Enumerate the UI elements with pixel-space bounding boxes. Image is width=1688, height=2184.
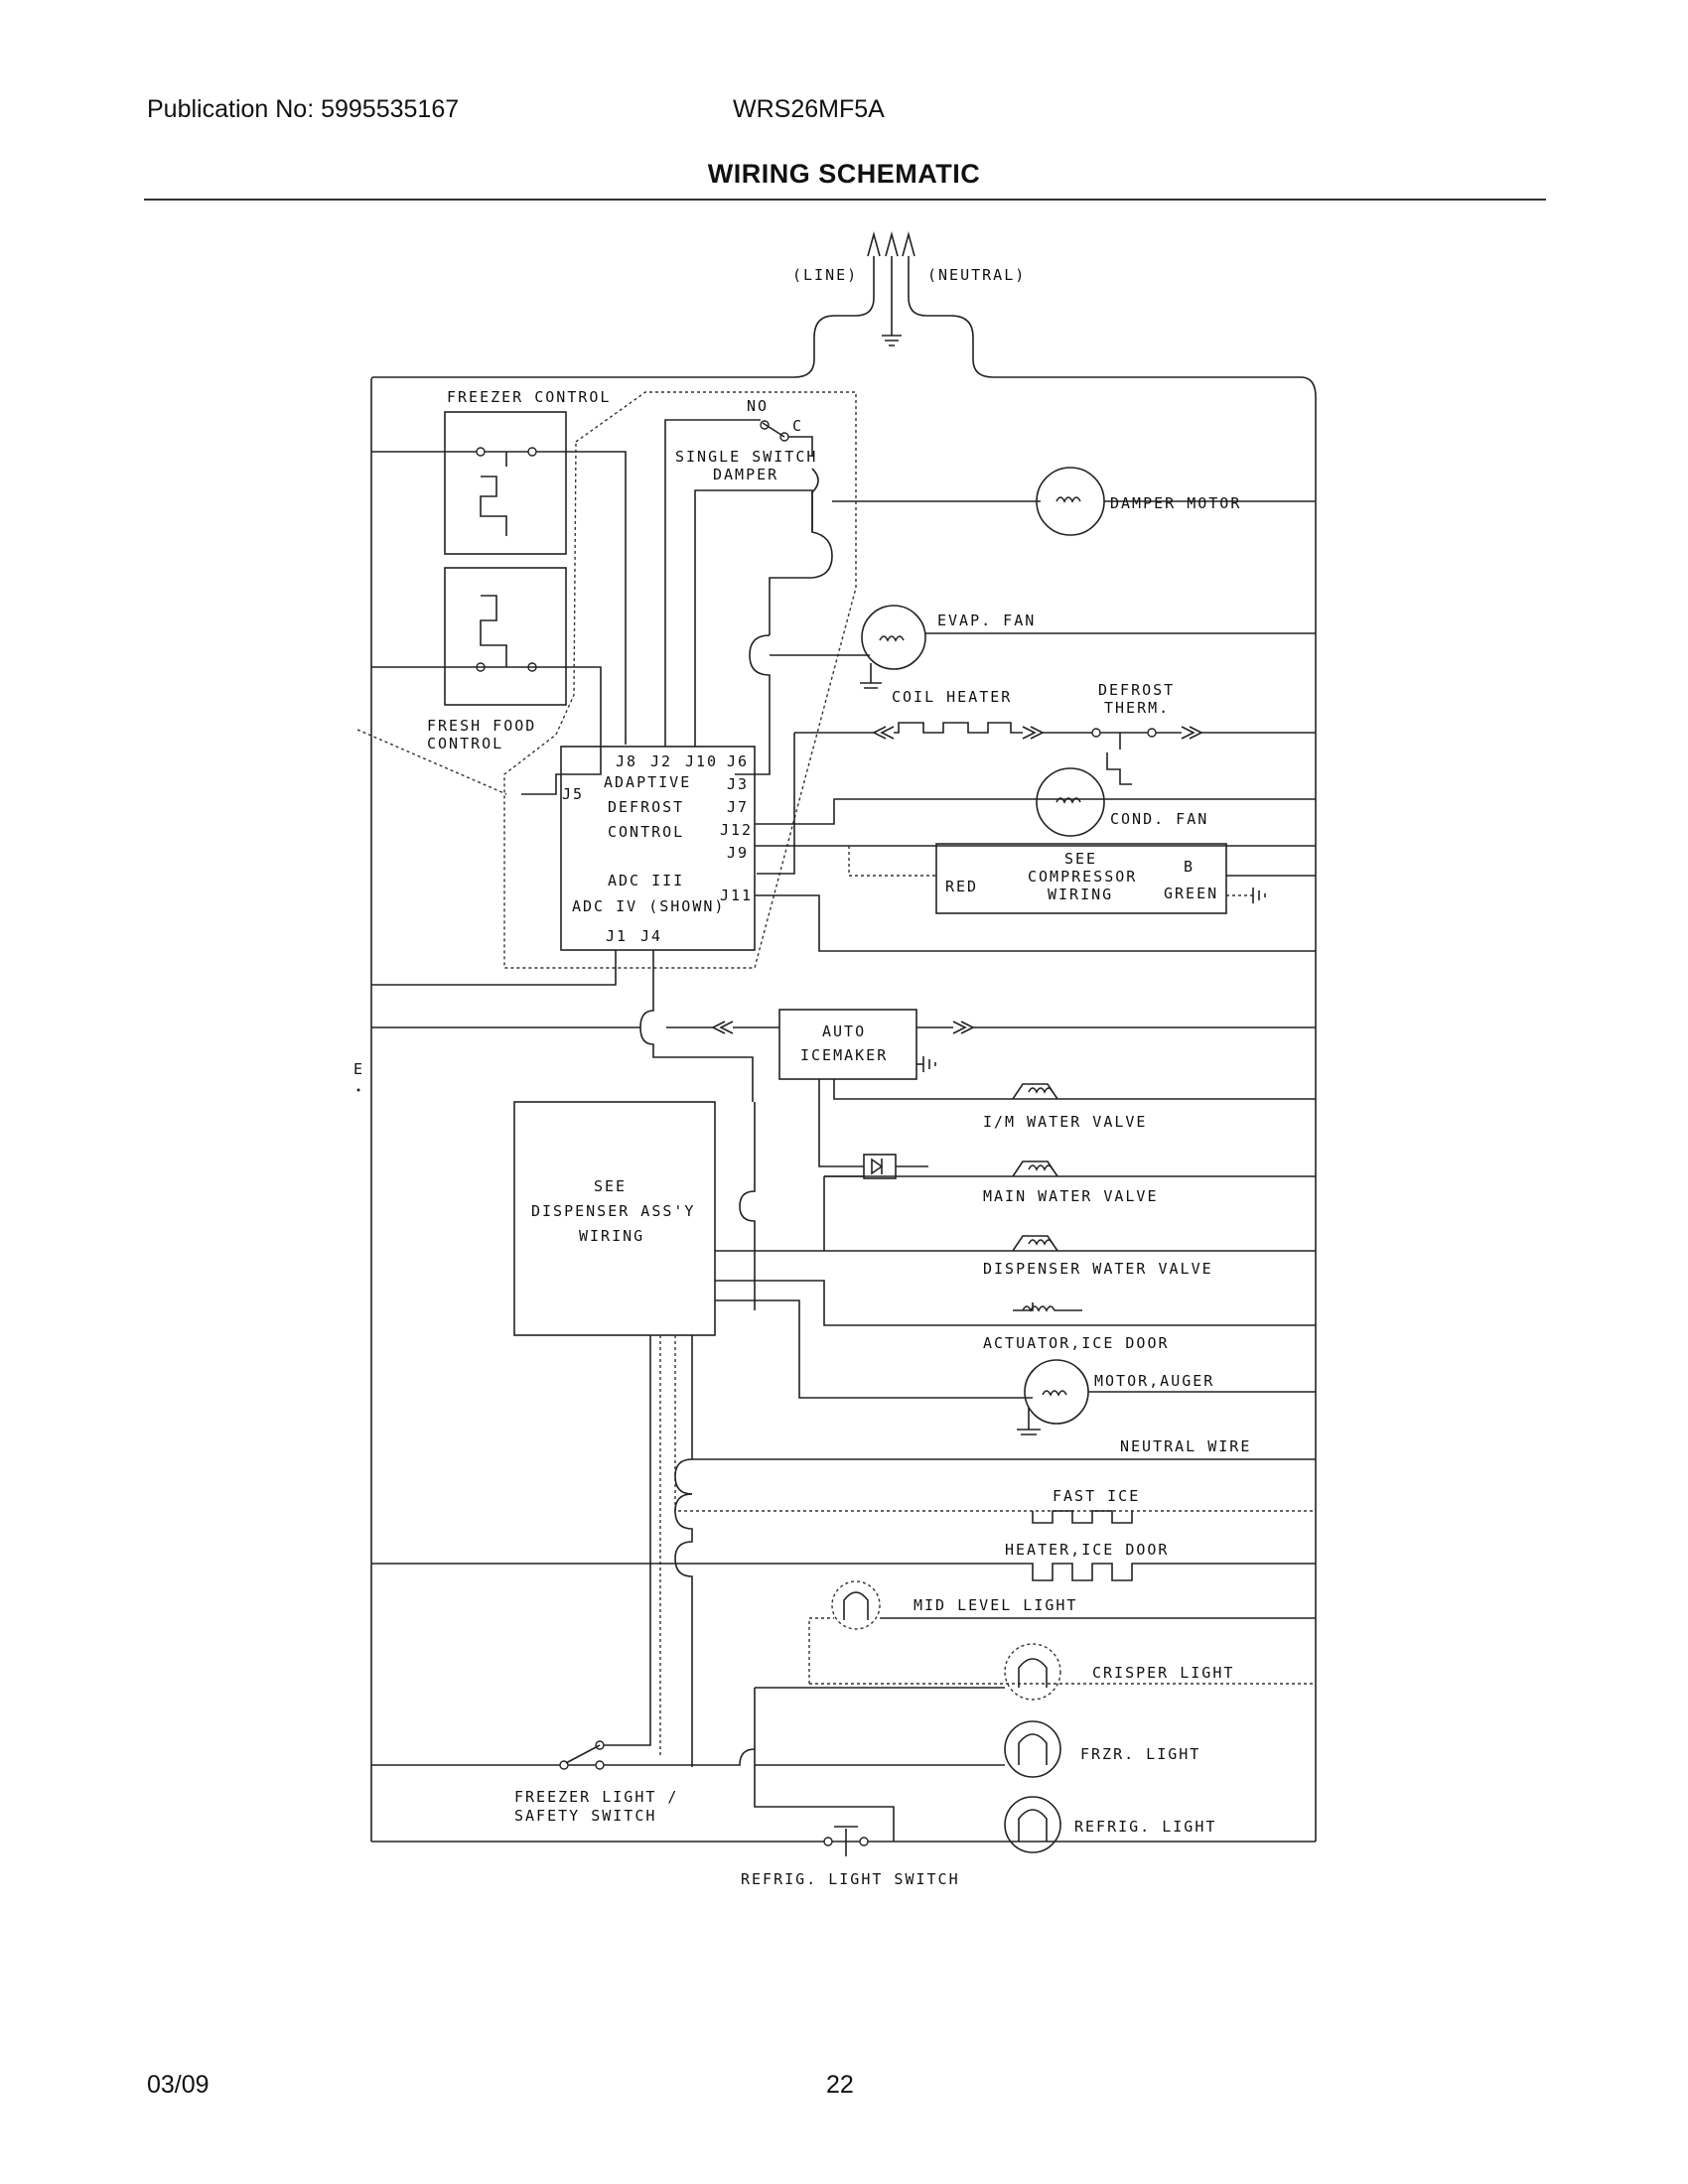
compressor-wiring-label: WIRING	[1048, 886, 1113, 903]
dispenser-assembly: SEE DISPENSER ASS'Y WIRING	[513, 1101, 716, 1336]
fast-ice-label: FAST ICE	[1053, 1487, 1140, 1505]
single-switch-label: SINGLE SWITCH	[675, 448, 817, 466]
freezer-light-safety-switch: FREEZER LIGHT / SAFETY SWITCH	[514, 1335, 678, 1825]
control-label: CONTROL	[608, 823, 684, 841]
cond-fan-label: COND. FAN	[1110, 810, 1208, 828]
j5-label: J5	[562, 785, 584, 803]
fresh-food-label: FRESH FOOD	[427, 717, 536, 735]
adc3-label: ADC III	[608, 872, 684, 889]
j8-label: J8	[616, 752, 637, 770]
motor-auger: MOTOR,AUGER	[715, 1299, 1316, 1435]
footer-date: 03/09	[147, 2071, 210, 2099]
power-cord: (LINE) (NEUTRAL)	[370, 230, 1317, 1842]
icemaker-label: ICEMAKER	[800, 1046, 888, 1064]
frzr-light-label: FRZR. LIGHT	[1080, 1745, 1200, 1763]
no-label: NO	[747, 397, 769, 415]
heater-ice-door: HEATER,ICE DOOR	[371, 1458, 1316, 1767]
j12-label: J12	[720, 821, 753, 839]
page-number: 22	[826, 2071, 854, 2099]
refrigerator-light: REFRIG. LIGHT	[754, 1688, 1216, 1853]
fast-ice-heater: FAST ICE	[1032, 1487, 1140, 1524]
evap-fan: EVAP. FAN	[735, 605, 1316, 775]
see-label: SEE	[1064, 850, 1097, 868]
green-label: GREEN	[1164, 885, 1218, 902]
damper-motor-label: DAMPER MOTOR	[1110, 494, 1241, 512]
c-label: C	[792, 417, 803, 435]
adaptive-label: ADAPTIVE	[604, 773, 691, 791]
adaptive-defrost-control: J8 J2 J10 J6 J3 J7 J12 J9 J11 J5 ADAPTIV…	[371, 746, 1316, 1102]
damper-motor: DAMPER MOTOR	[769, 467, 1316, 635]
evap-fan-label: EVAP. FAN	[937, 612, 1036, 629]
j1-label: J1	[606, 927, 628, 945]
compressor-label: COMPRESSOR	[1028, 868, 1137, 886]
defrost-label: DEFROST	[1098, 681, 1175, 699]
dispenser-water-valve: DISPENSER WATER VALVE	[715, 1235, 1316, 1278]
refrig-light-switch: REFRIG. LIGHT SWITCH	[741, 1826, 960, 1888]
therm-label: THERM.	[1104, 699, 1170, 717]
main-valve-label: MAIN WATER VALVE	[983, 1187, 1159, 1205]
adc4-label: ADC IV (SHOWN)	[572, 897, 725, 915]
motor-auger-label: MOTOR,AUGER	[1094, 1372, 1214, 1390]
im-water-valve: I/M WATER VALVE	[983, 1083, 1147, 1131]
dispenser-assy-label: DISPENSER ASS'Y	[531, 1202, 695, 1220]
j4-label: J4	[640, 927, 662, 945]
j9-label: J9	[727, 844, 749, 862]
page-title: WIRING SCHEMATIC	[707, 159, 981, 189]
publication-number: Publication No: 5995535167	[147, 95, 460, 123]
auto-icemaker: AUTO ICEMAKER	[371, 1009, 1316, 1167]
compressor-wiring: SEE COMPRESSOR WIRING RED B GREEN	[848, 843, 1316, 914]
freezer-light: FRZR. LIGHT	[371, 1720, 1200, 1778]
actuator-ice-door: ACTUATOR,ICE DOOR	[715, 1280, 1316, 1352]
model-number: WRS26MF5A	[733, 95, 885, 123]
fresh-food-control-label: CONTROL	[427, 735, 503, 752]
dispenser-wiring-label: WIRING	[579, 1227, 644, 1245]
defrost-control-label: DEFROST	[608, 798, 684, 816]
refrig-light-label: REFRIG. LIGHT	[1074, 1818, 1216, 1836]
coil-heater-label: COIL HEATER	[892, 688, 1012, 706]
refrig-light-switch-label: REFRIG. LIGHT SWITCH	[741, 1870, 960, 1888]
j2-label: J2	[650, 752, 672, 770]
freezer-control-label: FREEZER CONTROL	[447, 388, 611, 406]
e-mark-dot	[356, 1088, 360, 1092]
neutral-wire-label: NEUTRAL WIRE	[1120, 1437, 1251, 1455]
see-dispenser-label: SEE	[594, 1177, 627, 1195]
damper-switch: NO C SINGLE SWITCH DAMPER	[664, 397, 817, 747]
compartment-outline	[503, 391, 857, 969]
red-label: RED	[945, 878, 978, 895]
main-water-valve: MAIN WATER VALVE	[739, 1102, 1316, 1310]
j7-label: J7	[727, 798, 749, 816]
im-valve-label: I/M WATER VALVE	[983, 1113, 1147, 1131]
crisper-light-label: CRISPER LIGHT	[1092, 1664, 1234, 1682]
fast-ice-wire	[674, 1335, 1316, 1512]
dispenser-valve-label: DISPENSER WATER VALVE	[983, 1260, 1213, 1278]
cond-fan: COND. FAN	[1036, 767, 1208, 837]
safety-switch-label: SAFETY SWITCH	[514, 1807, 656, 1825]
actuator-label: ACTUATOR,ICE DOOR	[983, 1334, 1170, 1352]
mid-level-light: MID LEVEL LIGHT	[808, 1580, 1316, 1685]
b-label: B	[1184, 858, 1195, 876]
coil-heater-defrost-therm: COIL HEATER DEFROST THERM.	[757, 681, 1316, 875]
heater-ice-door-label: HEATER,ICE DOOR	[1005, 1541, 1169, 1559]
auto-label: AUTO	[822, 1023, 866, 1040]
e-mark: E	[353, 1060, 364, 1078]
j3-label: J3	[727, 775, 749, 793]
freezer-control: FREEZER CONTROL FRESH FOOD CONTROL	[371, 388, 627, 795]
line-label: (LINE)	[792, 266, 858, 284]
mid-level-light-label: MID LEVEL LIGHT	[914, 1596, 1077, 1614]
freezer-light-label: FREEZER LIGHT /	[514, 1788, 678, 1806]
damper-label: DAMPER	[713, 466, 778, 483]
neutral-label: (NEUTRAL)	[927, 266, 1026, 284]
j10-label: J10	[685, 752, 718, 770]
title-rule	[144, 199, 1546, 201]
j6-label: J6	[727, 752, 749, 770]
j11-label: J11	[720, 887, 753, 904]
crisper-light: CRISPER LIGHT	[755, 1643, 1234, 1701]
